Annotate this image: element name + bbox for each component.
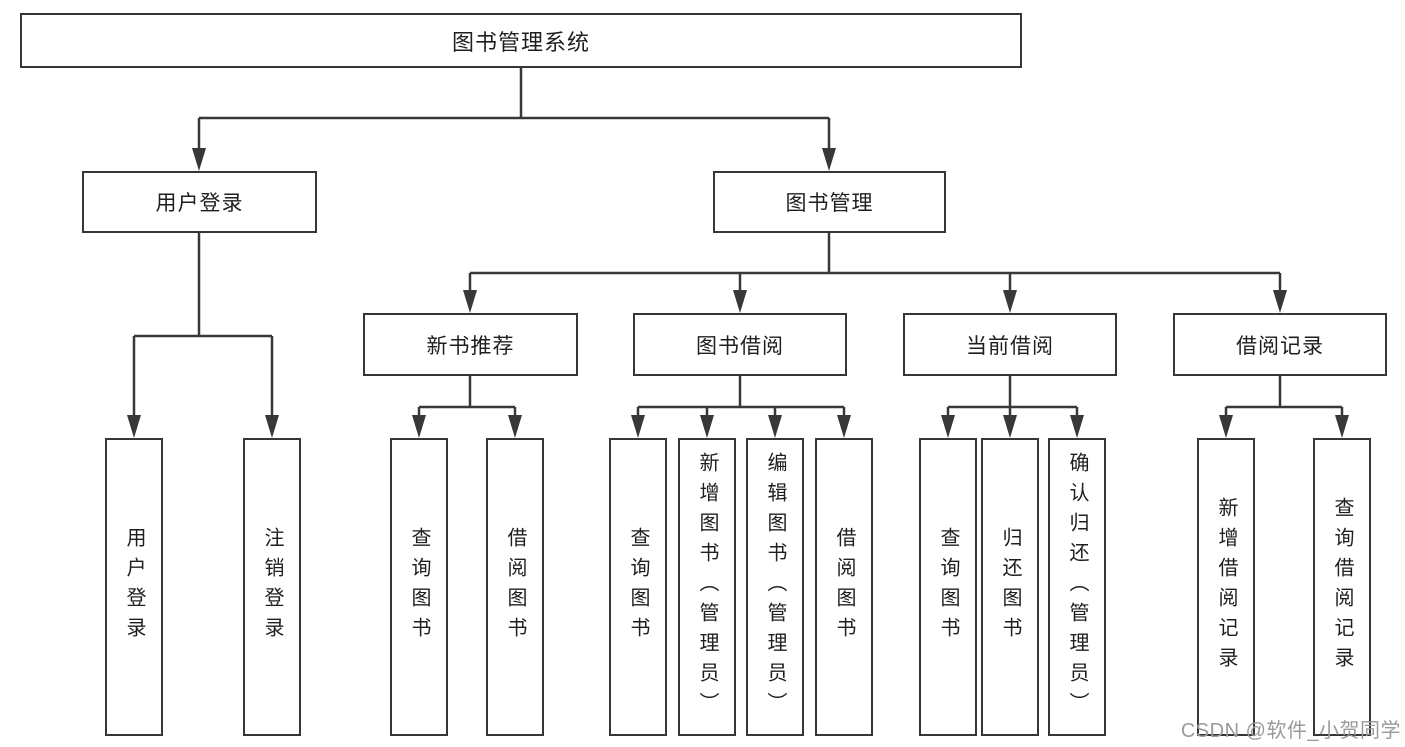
leaf-record-query: 查询借阅记录 [1313,438,1371,736]
leaf-current-query: 查询图书 [919,438,977,736]
node-root-label: 图书管理系统 [451,29,590,55]
leaf-borrow-add-admin-label: 新增图书（管理员） [696,452,718,722]
node-new-book-recommend: 新书推荐 [363,313,578,376]
node-book-management: 图书管理 [713,171,946,233]
connector-shafts [132,68,1344,417]
leaf-newbook-borrow-label: 借阅图书 [504,527,526,647]
node-new-book-recommend-label: 新书推荐 [426,334,515,358]
connector-arrowheads [127,148,1349,438]
node-book-borrow-label: 图书借阅 [696,334,784,358]
leaf-logout-label: 注销登录 [261,527,283,647]
leaf-user-login-label: 用户登录 [123,527,145,647]
leaf-newbook-query-label: 查询图书 [408,527,430,647]
node-borrow-record: 借阅记录 [1173,313,1387,376]
leaf-record-add: 新增借阅记录 [1197,438,1255,736]
csdn-watermark: CSDN @软件_小贺同学 [1180,720,1401,742]
node-book-management-label: 图书管理 [785,192,874,215]
leaf-newbook-query: 查询图书 [390,438,448,736]
leaf-borrow-add-admin: 新增图书（管理员） [678,438,736,736]
leaf-borrow-query-label: 查询图书 [627,527,649,647]
leaf-user-login: 用户登录 [105,438,163,736]
leaf-record-query-label: 查询借阅记录 [1331,497,1353,677]
leaf-borrow-edit-admin: 编辑图书（管理员） [746,438,804,736]
leaf-borrow-book-label: 借阅图书 [833,527,855,647]
node-borrow-record-label: 借阅记录 [1236,334,1324,358]
leaf-newbook-borrow: 借阅图书 [486,438,544,736]
node-user-login: 用户登录 [82,171,317,233]
node-current-borrow: 当前借阅 [903,313,1117,376]
leaf-borrow-query: 查询图书 [609,438,667,736]
node-user-login-label: 用户登录 [155,192,244,215]
node-root: 图书管理系统 [20,13,1022,68]
leaf-return-book-label: 归还图书 [999,527,1021,647]
leaf-confirm-return-admin: 确认归还（管理员） [1048,438,1106,736]
leaf-record-add-label: 新增借阅记录 [1215,497,1237,677]
leaf-current-query-label: 查询图书 [937,527,959,647]
leaf-borrow-edit-admin-label: 编辑图书（管理员） [764,452,786,722]
leaf-return-book: 归还图书 [981,438,1039,736]
leaf-logout: 注销登录 [243,438,301,736]
node-book-borrow: 图书借阅 [633,313,847,376]
node-current-borrow-label: 当前借阅 [966,334,1054,358]
leaf-borrow-book: 借阅图书 [815,438,873,736]
leaf-confirm-return-admin-label: 确认归还（管理员） [1066,452,1088,722]
